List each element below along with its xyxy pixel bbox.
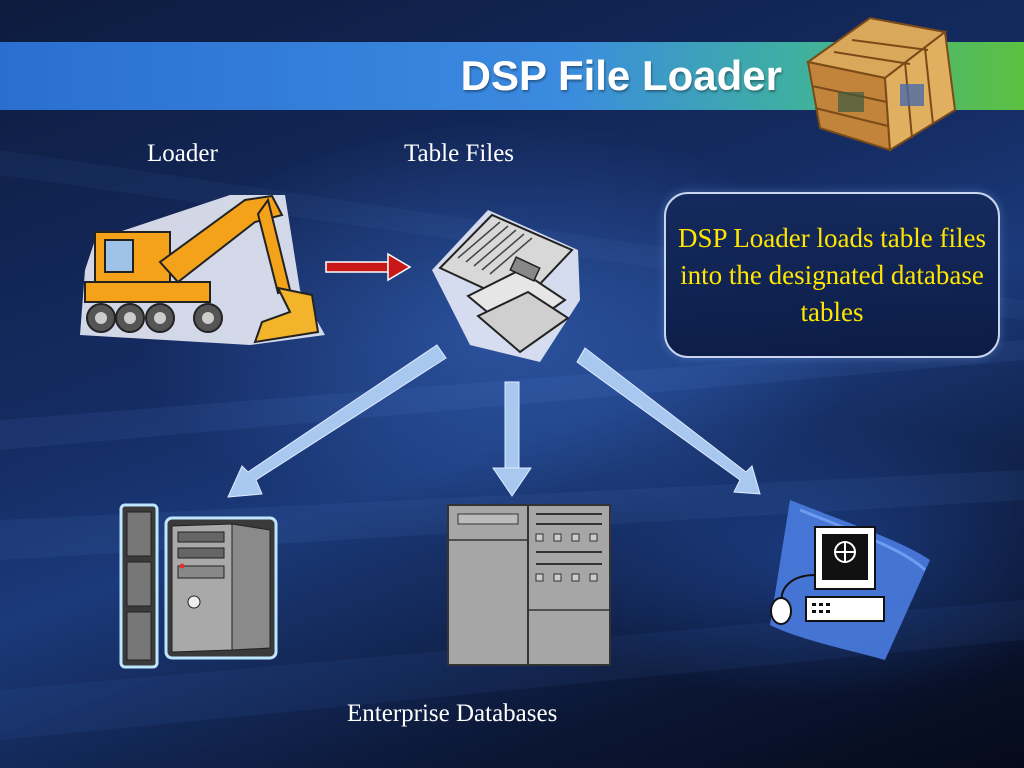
loader-label: Loader [147,140,218,167]
enterprise-databases-label: Enterprise Databases [347,700,558,727]
callout-box: DSP Loader loads table files into the de… [664,192,1000,358]
table-files-label: Table Files [404,140,515,167]
callout-text: DSP Loader loads table files into the de… [678,222,986,327]
slide-title: DSP File Loader [460,52,782,99]
